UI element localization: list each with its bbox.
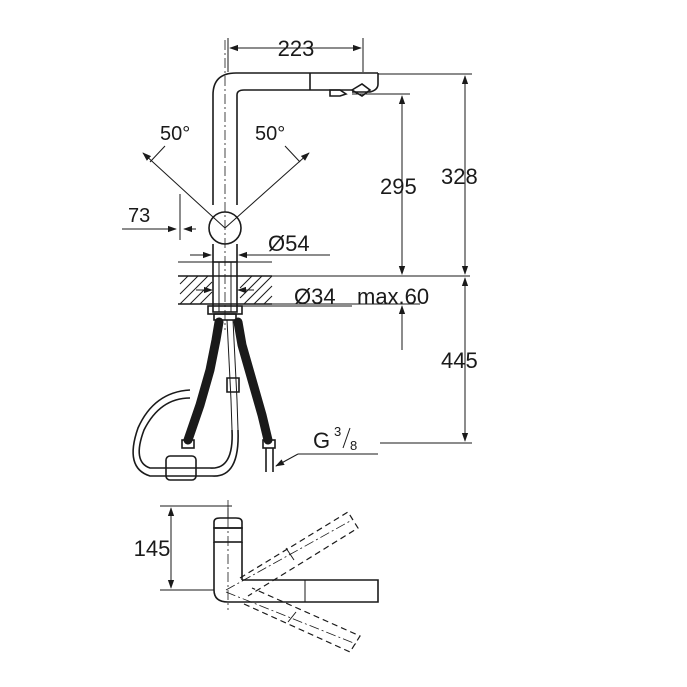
dim-top-view-depth: [160, 505, 232, 591]
label-offset: 73: [128, 205, 150, 227]
label-total-height: 328: [441, 164, 478, 189]
top-view: [213, 500, 379, 653]
supply-hoses: [132, 317, 276, 481]
dim-swivel-angles: [142, 145, 310, 229]
dim-offset: [122, 194, 196, 240]
countertop-section: [178, 261, 273, 321]
label-max-thickness: max.60: [357, 284, 429, 309]
dim-spout-reach: [227, 38, 364, 72]
dim-outlet-height: [352, 93, 410, 275]
thread-fraction-slash: [342, 427, 351, 449]
label-connection-thread: G: [313, 428, 330, 453]
label-swivel-left: 50°: [160, 123, 190, 145]
dim-connection-thread: [275, 453, 378, 467]
faucet-body: [208, 72, 379, 262]
label-thread-numerator: 3: [334, 424, 341, 439]
label-outlet-height: 295: [380, 174, 417, 199]
label-base-diameter: Ø54: [268, 231, 310, 256]
label-spout-reach: 223: [278, 36, 315, 61]
dim-total-height: [378, 73, 472, 275]
label-thread-denominator: 8: [350, 438, 357, 453]
label-swivel-right: 50°: [255, 123, 285, 145]
label-hose-length: 445: [441, 348, 478, 373]
dim-hose-length: [380, 277, 472, 444]
label-hole-diameter: Ø34: [294, 284, 336, 309]
label-top-view-depth: 145: [134, 536, 171, 561]
